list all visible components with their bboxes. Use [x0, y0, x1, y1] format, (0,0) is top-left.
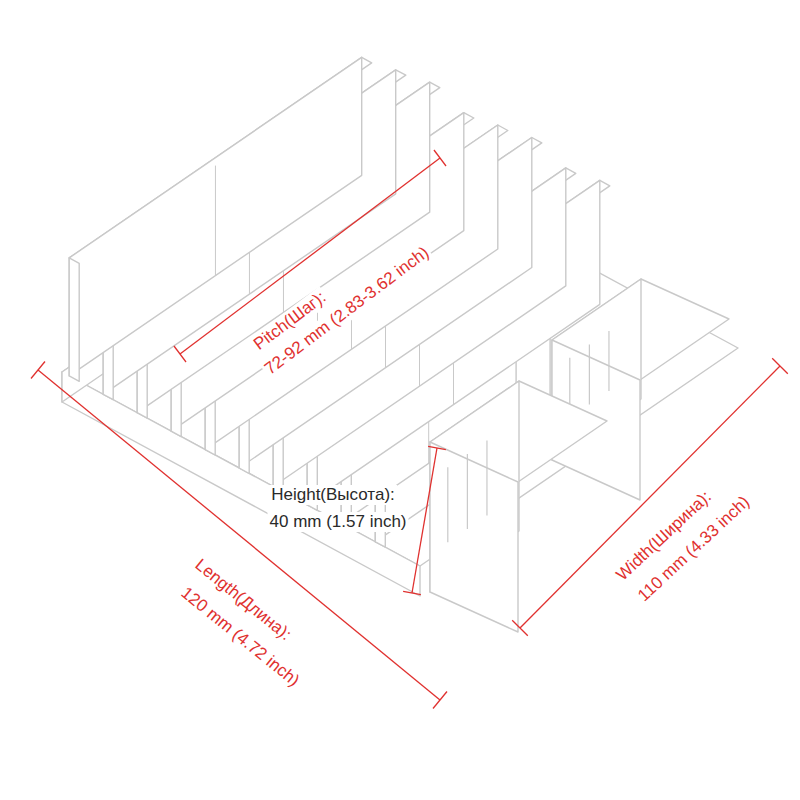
dimension-line	[520, 366, 780, 628]
dimension-label: 40 mm (1.57 inch)	[268, 512, 409, 532]
height-dimension	[403, 446, 446, 594]
connector-slot	[447, 467, 448, 542]
dimension-lines	[31, 150, 788, 708]
heatsink-drawing	[62, 57, 738, 632]
fin-rib	[215, 166, 216, 276]
connector-slot	[608, 331, 609, 391]
dimension-tick	[403, 591, 421, 594]
dimension-line	[412, 448, 437, 593]
connector-front-front	[430, 442, 518, 632]
dimension-tick	[433, 691, 447, 708]
width-dimension	[512, 358, 788, 635]
fin-edge	[69, 258, 79, 381]
dimension-tick	[174, 346, 186, 362]
dimension-tick	[31, 361, 45, 378]
dimension-tick	[434, 150, 446, 166]
dimension-label: Height(Высота):	[269, 485, 397, 505]
length-dimension	[31, 361, 447, 708]
connector-slot	[467, 454, 468, 529]
dimension-tick	[512, 620, 528, 635]
dimension-tick	[772, 358, 788, 373]
connector-slot	[589, 344, 590, 404]
dimension-tick	[428, 446, 446, 449]
connector-slot	[486, 440, 487, 515]
dimension-line	[180, 158, 440, 354]
dimension-line	[38, 370, 440, 700]
